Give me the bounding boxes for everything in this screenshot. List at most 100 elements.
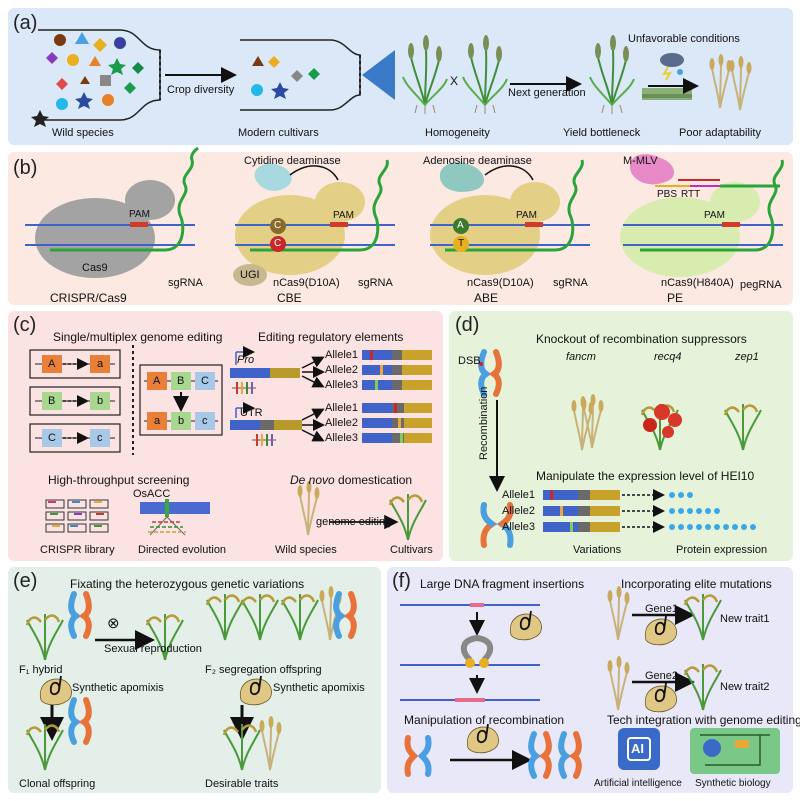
- label-recq4: recq4: [654, 351, 682, 363]
- label-gene1: Gene1: [645, 603, 679, 615]
- label-homogeneity: Homogeneity: [425, 127, 490, 139]
- title-fixating: Fixating the heterozygous genetic variat…: [70, 577, 305, 591]
- domestication-text: domestication: [334, 473, 413, 487]
- panel-label-c: (c): [13, 314, 37, 336]
- label-variations: Variations: [573, 544, 622, 556]
- label-utr: UTR: [240, 407, 263, 419]
- single-multiplex-graphic: [29, 345, 223, 455]
- label-ncas9-d10a-1: nCas9(D10A): [273, 277, 340, 289]
- label-cultivars: Cultivars: [390, 544, 433, 556]
- box-a-2: a: [154, 415, 161, 427]
- allele3-utr: Allele3: [325, 432, 359, 444]
- title-single-multiplex: Single/multiplex genome editing: [53, 330, 223, 344]
- label-new-trait2: New trait2: [720, 681, 770, 693]
- selfing-symbol: ⊗: [107, 615, 120, 632]
- hts-graphic: [45, 499, 210, 536]
- label-synthetic-biology: Synthetic biology: [695, 778, 771, 789]
- label-synthetic-apomixis-1: Synthetic apomixis: [72, 682, 164, 694]
- pam-label-4: PAM: [704, 210, 725, 221]
- label-directed-evolution: Directed evolution: [138, 544, 227, 556]
- recombination-graphic: [404, 723, 578, 776]
- title-de-novo: De novo domestication: [290, 473, 412, 487]
- label-wild-species: Wild species: [52, 127, 114, 139]
- label-clonal-offspring: Clonal offspring: [19, 778, 96, 790]
- box-B-1: B: [48, 395, 56, 407]
- label-fancm: fancm: [566, 351, 596, 363]
- title-incorporating: Incorporating elite mutations: [621, 577, 772, 591]
- label-zep1: zep1: [735, 351, 759, 363]
- elite-mutations-graphic: [606, 585, 723, 713]
- label-mmlv: M-MLV: [623, 155, 658, 167]
- label-next-generation: Next generation: [508, 87, 586, 99]
- crispr-cas9: [25, 146, 199, 278]
- label-dsb: DSB: [458, 355, 481, 367]
- label-rtt: RTT: [681, 189, 701, 200]
- pe: [620, 154, 784, 277]
- label-pbs: PBS: [657, 189, 678, 200]
- apomixis-graphic: [25, 585, 354, 772]
- label-sexual-reproduction: Sexual reproduction: [104, 643, 202, 655]
- funnel-wild: [31, 29, 161, 127]
- box-c-2: c: [202, 415, 208, 427]
- label-crispr: CRISPR/Cas9: [50, 291, 127, 305]
- label-cytidine: Cytidine deaminase: [244, 155, 341, 167]
- label-osacc: OsACC: [133, 488, 171, 500]
- label-sgrna-3: sgRNA: [553, 277, 588, 289]
- label-pe: PE: [667, 291, 684, 305]
- label-desirable-traits: Desirable traits: [205, 778, 279, 790]
- label-sgrna-1: sgRNA: [168, 277, 203, 289]
- base-c-2: C: [274, 238, 282, 249]
- label-f2-offspring: F₂ segregation offspring: [205, 664, 322, 676]
- pam-label-3: PAM: [516, 210, 537, 221]
- label-recombination: Recombination: [478, 386, 490, 460]
- pam-label-2: PAM: [333, 210, 354, 221]
- abe: [430, 159, 590, 275]
- label-cross-x: X: [450, 74, 459, 88]
- box-C-2: C: [201, 375, 209, 387]
- label-synthetic-apomixis-2: Synthetic apomixis: [273, 682, 365, 694]
- pam-label-1: PAM: [129, 209, 150, 220]
- label-pegrna: pegRNA: [740, 279, 782, 291]
- allele2-pro: Allele2: [325, 364, 359, 376]
- label-ncas9-h840a: nCas9(H840A): [661, 277, 734, 289]
- panel-label-e: (e): [13, 570, 38, 592]
- label-abe: ABE: [474, 291, 499, 305]
- de-novo-italic: De novo: [290, 473, 335, 487]
- title-hts: High-throughput screening: [48, 473, 190, 487]
- hei10-allele1: Allele1: [502, 489, 536, 501]
- label-adenosine: Adenosine deaminase: [423, 155, 532, 167]
- title-tech-integration: Tech integration with genome editing: [607, 713, 800, 727]
- hei10-alleles: [543, 489, 756, 533]
- title-manipulate-hei10: Manipulate the expression level of HEI10: [536, 469, 755, 483]
- box-A-1: A: [48, 358, 56, 370]
- large-insertion-graphic: [400, 603, 543, 702]
- hei10-allele2: Allele2: [502, 505, 536, 517]
- panel-label-a: (a): [13, 12, 38, 34]
- panel-label-b: (b): [13, 157, 38, 179]
- label-sgrna-2: sgRNA: [358, 277, 393, 289]
- label-protein-expression: Protein expression: [676, 544, 768, 556]
- label-yield-bottleneck: Yield bottleneck: [563, 127, 641, 139]
- regulatory-graphic: [230, 346, 432, 446]
- allele3-pro: Allele3: [325, 379, 359, 391]
- base-a: A: [457, 220, 464, 231]
- label-f1-hybrid: F₁ hybrid: [19, 664, 63, 676]
- hei10-allele3: Allele3: [502, 521, 536, 533]
- label-genome-editing: genome editing: [316, 516, 392, 528]
- funnel-modern: [240, 39, 395, 111]
- label-new-trait1: New trait1: [720, 613, 770, 625]
- label-cbe: CBE: [277, 291, 302, 305]
- box-b-2: b: [178, 415, 185, 427]
- box-a-1: a: [97, 358, 104, 370]
- box-C-1: C: [48, 432, 56, 444]
- title-large-dna: Large DNA fragment insertions: [420, 577, 585, 591]
- box-A-2: A: [153, 375, 161, 387]
- de-novo-graphic: [296, 480, 428, 542]
- label-modern-cultivars: Modern cultivars: [238, 127, 319, 139]
- label-poor-adaptability: Poor adaptability: [679, 127, 761, 139]
- allele1-pro: Allele1: [325, 349, 359, 361]
- ai-synbio-graphic: [618, 728, 780, 774]
- label-ugi: UGI: [240, 269, 260, 281]
- allele1-utr: Allele1: [325, 402, 359, 414]
